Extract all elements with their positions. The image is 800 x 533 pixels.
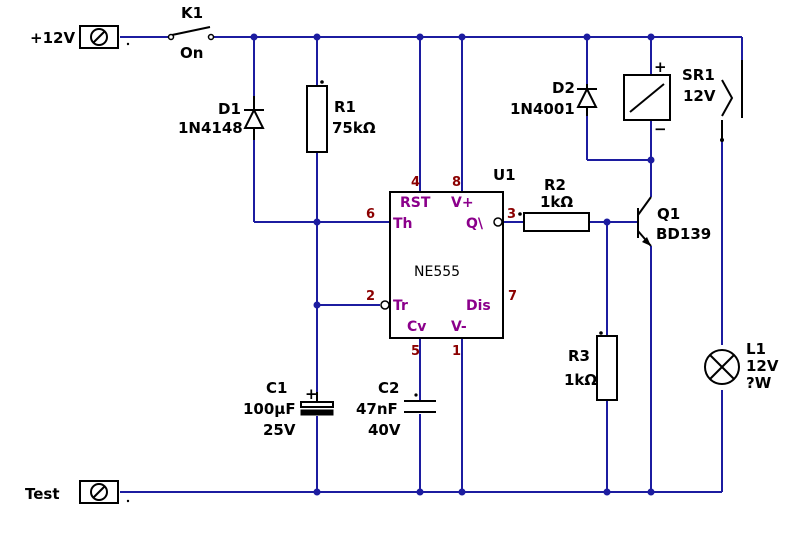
k1-ref: K1 [181, 4, 203, 22]
sr1-ref: SR1 [682, 66, 715, 84]
c1-voltage: 25V [263, 421, 296, 439]
d2-part: 1N4001 [510, 100, 575, 118]
pin-vplus-name: V+ [451, 195, 474, 211]
d2-ref: D2 [552, 79, 575, 97]
switch-k1: K1 On [167, 4, 215, 62]
ic-u1: NE555 U1 4 8 6 3 2 7 5 1 RST V+ Th Q\ Tr… [366, 166, 517, 359]
test-terminal-label: Test [25, 485, 60, 503]
d1-ref: D1 [218, 100, 241, 118]
supply-terminal: +12V [30, 25, 130, 49]
wires [120, 36, 743, 493]
l1-voltage: 12V [746, 357, 779, 375]
capacitor-c2: C2 47nF 40V [356, 379, 436, 439]
supply-terminal-label: +12V [30, 29, 75, 47]
c1-value: 100µF [243, 400, 296, 418]
pin-vminus-name: V- [451, 319, 467, 335]
pin6-number: 6 [366, 207, 375, 222]
c2-ref: C2 [378, 379, 399, 397]
relay-minus: − [654, 120, 667, 138]
pin-cv-name: Cv [407, 319, 426, 335]
pin7-number: 7 [508, 289, 517, 304]
resistor-r1: R1 75kΩ [306, 80, 376, 153]
lamp-l1: L1 12V ?W [704, 340, 779, 392]
resistor-r3: R3 1kΩ [564, 331, 618, 401]
q1-part: BD139 [656, 225, 711, 243]
q1-ref: Q1 [657, 205, 680, 223]
r3-value: 1kΩ [564, 371, 597, 389]
pin-q-name: Q\ [466, 216, 484, 232]
pin2-number: 2 [366, 289, 375, 304]
transistor-q1: Q1 BD139 [637, 196, 711, 247]
r1-value: 75kΩ [332, 119, 376, 137]
sr1-voltage: 12V [683, 87, 716, 105]
l1-power: ?W [746, 374, 772, 392]
c1-plus: + [305, 385, 318, 403]
u1-part: NE555 [414, 264, 460, 280]
r2-ref: R2 [544, 176, 566, 194]
test-terminal: Test [25, 480, 130, 504]
pin-rst-name: RST [400, 195, 431, 211]
d1-part: 1N4148 [178, 119, 243, 137]
pin-dis-name: Dis [466, 298, 491, 314]
pin-th-name: Th [393, 216, 413, 232]
pin3-number: 3 [507, 207, 516, 222]
pin-tr-name: Tr [393, 298, 408, 314]
junction-dots [250, 33, 655, 496]
pin5-number: 5 [411, 344, 420, 359]
l1-ref: L1 [746, 340, 766, 358]
resistor-r2: R2 1kΩ [518, 176, 590, 232]
relay-plus: + [654, 58, 667, 76]
pin4-number: 4 [411, 175, 420, 190]
c2-voltage: 40V [368, 421, 401, 439]
r1-ref: R1 [334, 98, 356, 116]
switch-sr1: SR1 12V [682, 60, 743, 142]
pin8-number: 8 [452, 175, 461, 190]
capacitor-c1: + C1 100µF 25V [243, 379, 334, 439]
r2-value: 1kΩ [540, 193, 573, 211]
c1-ref: C1 [266, 379, 287, 397]
c2-value: 47nF [356, 400, 398, 418]
r3-ref: R3 [568, 347, 590, 365]
k1-state: On [180, 44, 203, 62]
u1-ref: U1 [493, 166, 516, 184]
pin1-number: 1 [452, 344, 461, 359]
relay-coil: + − [623, 58, 671, 138]
diode-d1: D1 1N4148 [178, 96, 265, 140]
diode-d2: D2 1N4001 [510, 79, 598, 118]
